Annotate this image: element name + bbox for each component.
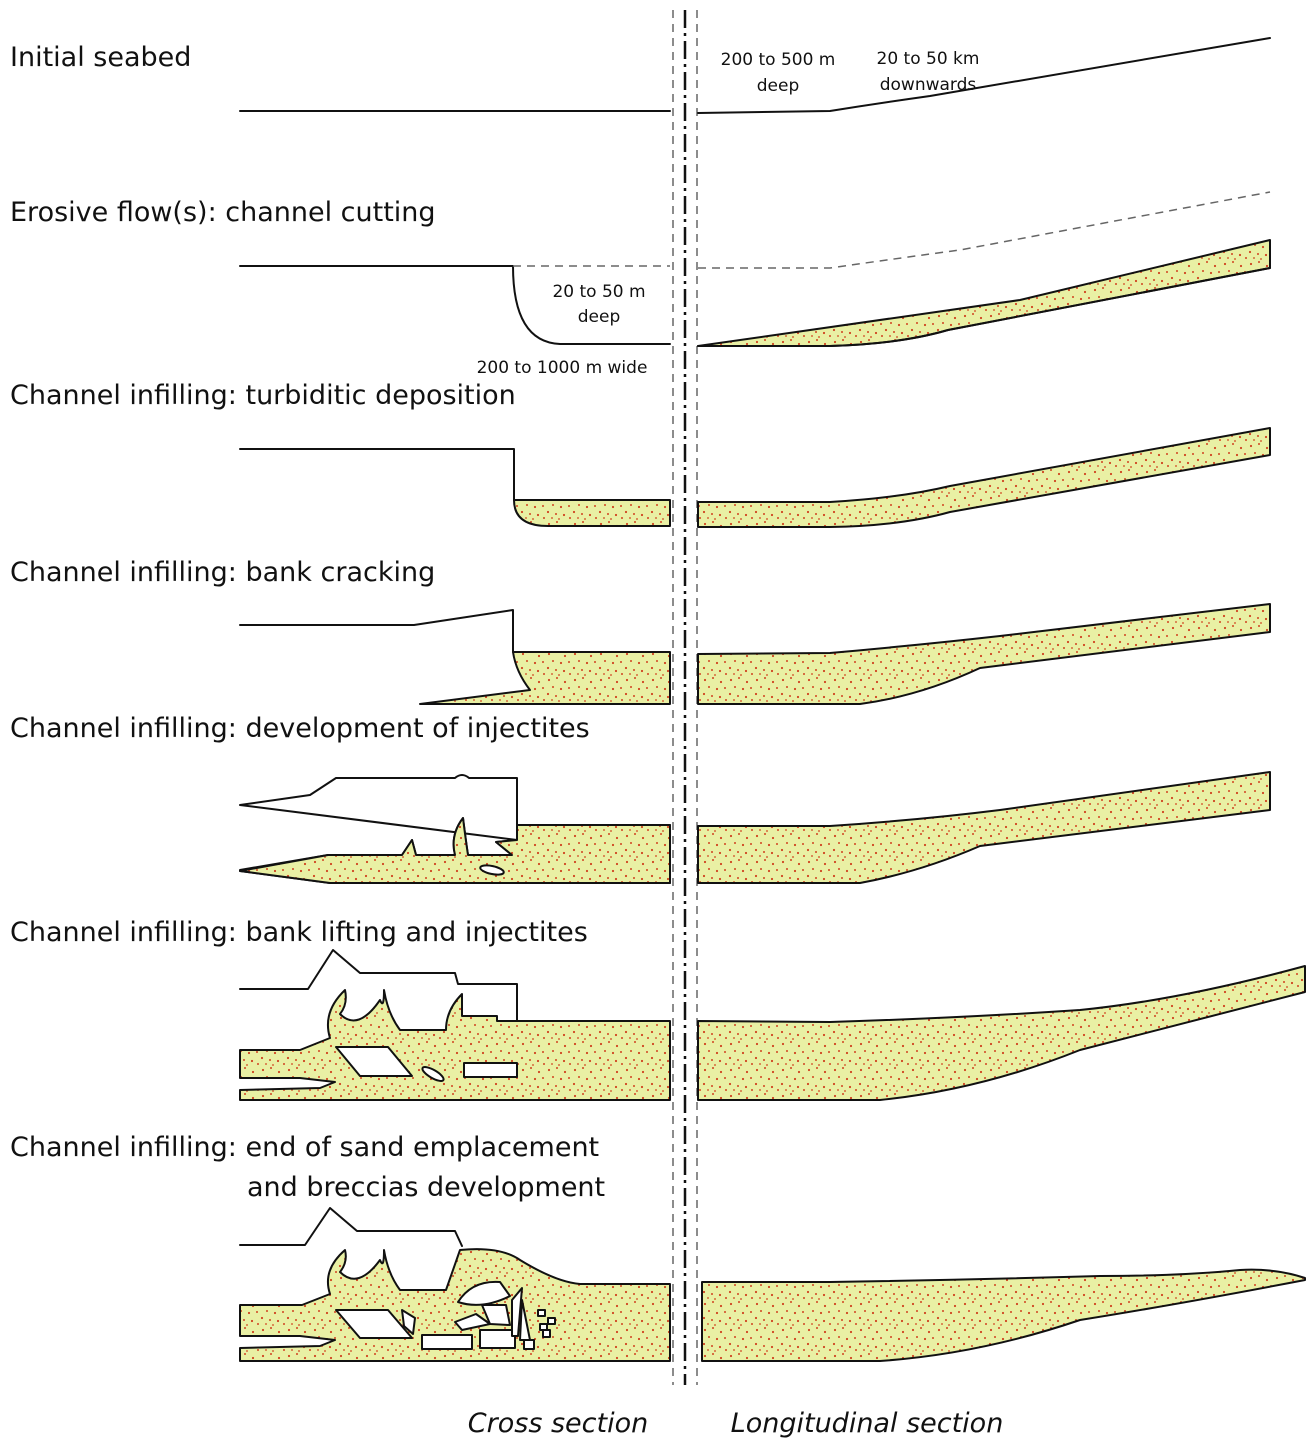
annotation-channel-depth: 20 to 50 m <box>552 282 645 302</box>
annotation-seabed-depth-unit: deep <box>757 76 800 96</box>
long-turbidite-fill <box>698 428 1270 527</box>
annotation-seabed-depth: 200 to 500 m <box>721 50 836 70</box>
step-title-turbiditic-deposition: Channel infilling: turbiditic deposition <box>10 380 516 411</box>
long-final-sand <box>702 1270 1305 1361</box>
step-title-injectites: Channel infilling: development of inject… <box>10 713 590 744</box>
cross-breccia-grain <box>548 1318 555 1324</box>
cross-section-label: Cross section <box>468 1408 648 1439</box>
cross-breccia-grain <box>543 1330 550 1337</box>
cross-final-bank-top <box>240 1208 462 1246</box>
long-former-seabed <box>698 192 1270 268</box>
long-injectite-sand <box>698 772 1270 883</box>
cross-breccia-slab <box>422 1335 472 1349</box>
cross-breccia-slab <box>464 1063 517 1077</box>
annotation-seabed-direction: downwards <box>880 75 977 95</box>
cross-infill-sand <box>420 652 670 704</box>
panel-injectites <box>240 772 1270 883</box>
cross-breccia-grain <box>538 1310 545 1316</box>
step-title-bank-cracking: Channel infilling: bank cracking <box>10 557 435 588</box>
section-divider <box>673 10 697 1385</box>
panel-bank-lifting <box>240 950 1305 1100</box>
annotation-seabed-length: 20 to 50 km <box>877 49 980 69</box>
step-title-initial-seabed: Initial seabed <box>10 42 191 73</box>
cross-bank-profile <box>240 610 513 652</box>
cross-breccia-grain <box>524 1340 534 1349</box>
long-sand-wedge <box>698 240 1270 346</box>
cross-breccia-clast <box>480 1330 515 1348</box>
cross-injectite-sand <box>240 818 670 883</box>
annotation-channel-depth-unit: deep <box>578 307 621 327</box>
step-title-breccias: and breccias development <box>247 1172 605 1203</box>
step-title-channel-cutting: Erosive flow(s): channel cutting <box>10 197 436 228</box>
cross-bank-lifting-sand <box>240 990 670 1100</box>
long-infill-sand <box>698 604 1270 704</box>
cross-channel-profile <box>240 266 670 344</box>
cross-bank-profile <box>240 449 514 500</box>
cross-turbidite-fill <box>514 500 670 526</box>
step-title-end-of-sand: Channel infilling: end of sand emplaceme… <box>10 1132 599 1163</box>
long-bank-lifting-sand <box>698 966 1305 1100</box>
panel-turbiditic-deposition <box>240 428 1270 527</box>
panel-breccias <box>240 1208 1305 1361</box>
panel-bank-cracking <box>240 604 1270 704</box>
step-title-bank-lifting: Channel infilling: bank lifting and inje… <box>10 917 588 948</box>
annotation-channel-width: 200 to 1000 m wide <box>477 358 648 378</box>
longitudinal-section-label: Longitudinal section <box>731 1408 1004 1439</box>
